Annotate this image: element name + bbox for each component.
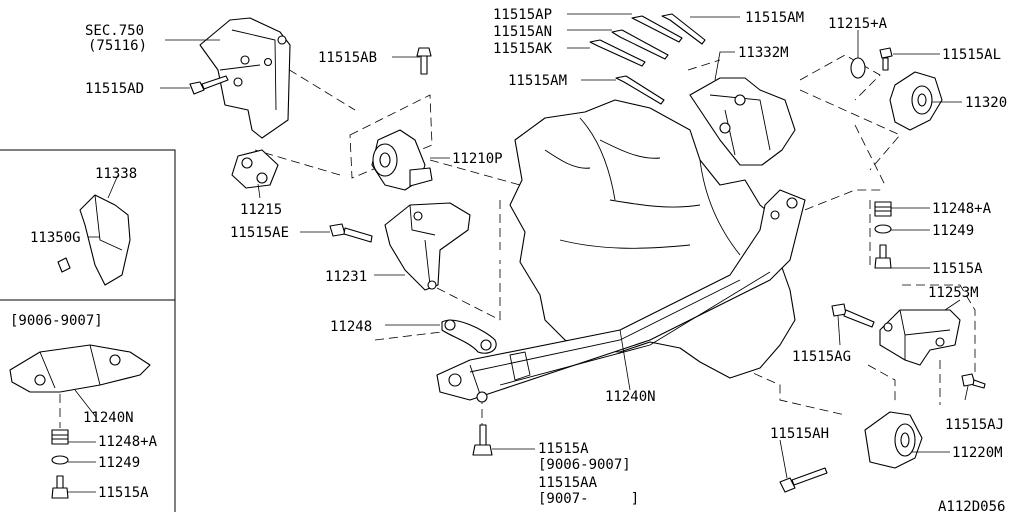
label-11320: 11320	[965, 95, 1007, 111]
label-11240N: 11240N	[605, 389, 656, 405]
label-inset-date: [9006-9007]	[10, 313, 103, 329]
label-11515AN: 11515AN	[493, 24, 552, 40]
diagram-id: A112D056	[938, 499, 1005, 512]
label-11231: 11231	[325, 269, 367, 285]
label-11515AJ: 11515AJ	[945, 417, 1004, 433]
part-labels: SEC.750 (75116) 11515AD 11215 11515AE 11…	[10, 7, 1007, 512]
label-11515A-bottom: 11515A	[538, 441, 589, 457]
label-11210P: 11210P	[452, 151, 503, 167]
label-11515AB: 11515AB	[318, 50, 377, 66]
label-11515AE: 11515AE	[230, 225, 289, 241]
bolts-11515AP-AN-AK-AM	[589, 13, 706, 105]
mount-11320	[889, 71, 943, 131]
label-11253M: 11253M	[928, 285, 979, 301]
bushing-11248A-right	[874, 201, 892, 217]
label-11350G: 11350G	[30, 230, 81, 246]
sec750-bracket	[199, 17, 291, 139]
leader-lines	[67, 13, 969, 493]
bushing-11248A-inset	[51, 429, 69, 445]
bolt-11515A-inset	[51, 475, 69, 499]
label-11248: 11248	[330, 319, 372, 335]
bracket-11231	[384, 202, 471, 291]
bolt-11515AB	[416, 47, 432, 75]
bolt-11515AL	[879, 47, 893, 71]
label-date-9007: [9007- ]	[538, 491, 639, 507]
label-inset-11248A: 11248+A	[98, 434, 158, 450]
label-11515AM-top: 11515AM	[745, 10, 804, 26]
plate-11215	[231, 149, 279, 189]
washer-11249-inset	[51, 455, 69, 465]
bracket-11253M	[879, 309, 961, 366]
label-11515AM: 11515AM	[508, 73, 567, 89]
label-inset-11249: 11249	[98, 455, 140, 471]
label-inset-11515A: 11515A	[98, 485, 149, 501]
clip-11350G	[57, 257, 71, 273]
bolt-11515A-bottom	[472, 424, 493, 456]
label-11220M: 11220M	[952, 445, 1003, 461]
center-member-11240N-inset	[9, 344, 151, 393]
engine-block-outline	[509, 99, 796, 379]
label-11515AL: 11515AL	[942, 47, 1001, 63]
label-11515AK: 11515AK	[493, 41, 553, 57]
label-11215: 11215	[240, 202, 282, 218]
bolt-11515AH	[779, 467, 828, 493]
shield-11338	[79, 194, 131, 286]
bolt-11515AD	[189, 75, 229, 95]
bolt-11515AE	[329, 223, 373, 243]
bracket-11332M	[689, 77, 796, 166]
washer-11215A	[850, 57, 866, 79]
label-11515A-right: 11515A	[932, 261, 983, 277]
plate-11248	[441, 319, 497, 354]
washer-11249-right	[874, 224, 892, 234]
label-11338: 11338	[95, 166, 137, 182]
label-11249-right: 11249	[932, 223, 974, 239]
label-sec750: SEC.750	[85, 23, 144, 39]
mount-11210P	[371, 129, 433, 191]
label-11332M: 11332M	[738, 45, 789, 61]
label-sec750-ref: (75116)	[88, 38, 147, 54]
mount-11220M	[864, 411, 923, 469]
label-11515AA: 11515AA	[538, 475, 598, 491]
label-inset-11240N: 11240N	[83, 410, 134, 426]
left-inset-frame	[0, 149, 176, 512]
label-11515AP: 11515AP	[493, 7, 552, 23]
bolt-11515AG	[831, 303, 875, 328]
label-11515AD: 11515AD	[85, 81, 144, 97]
bolt-11515AJ	[961, 373, 986, 389]
label-11215A: 11215+A	[828, 16, 888, 32]
label-11248A-right: 11248+A	[932, 201, 992, 217]
bolt-11515A-right	[874, 244, 892, 269]
label-date-9006-9007: [9006-9007]	[538, 457, 631, 473]
label-11515AH: 11515AH	[770, 426, 829, 442]
center-member-11240N	[436, 189, 806, 403]
label-11515AG: 11515AG	[792, 349, 851, 365]
